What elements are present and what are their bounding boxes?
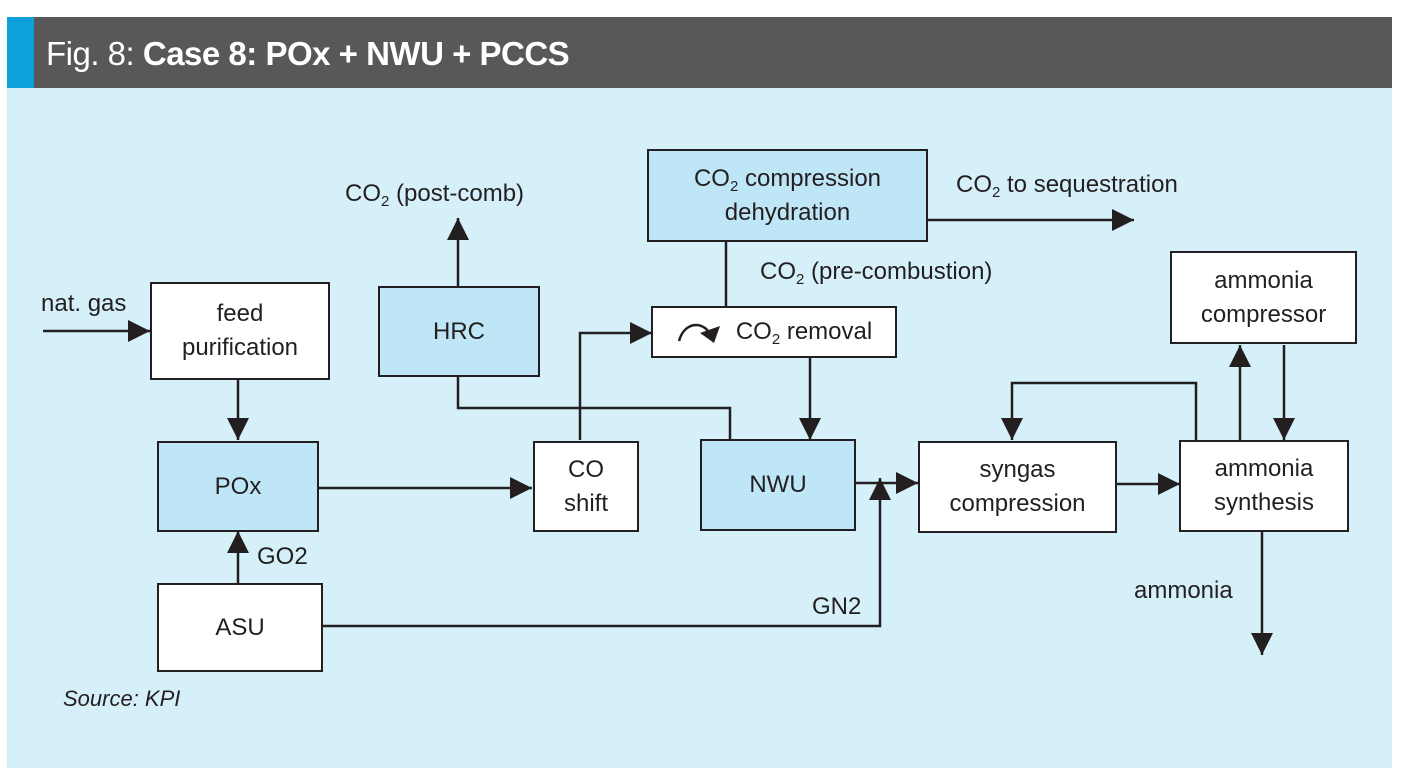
box-asu: ASU	[157, 583, 323, 672]
arrow-recycle-synthesis-to-syngas	[1001, 381, 1198, 440]
box-co-shift: CO shift	[533, 441, 639, 532]
figure-source: Source: KPI	[63, 686, 181, 711]
label-nat-gas: nat. gas	[41, 290, 127, 317]
co2-text: CO	[956, 171, 992, 198]
box-hrc: HRC	[378, 286, 540, 377]
co2-text: CO	[345, 180, 381, 207]
co2-text: CO	[760, 258, 796, 285]
label-go2: GO2	[257, 543, 308, 570]
header-accent-bar	[7, 17, 34, 88]
box-feed-purification-line1: feed	[216, 300, 264, 327]
box-co2-compression-line1: CO2 compression	[694, 162, 881, 196]
box-pox: POx	[157, 441, 319, 532]
box-co2-compression-dehydration: CO2 compression dehydration	[647, 149, 928, 242]
box-co-shift-line2: shift	[563, 489, 608, 517]
box-syngas-line2: compression	[949, 490, 1086, 517]
to-sequestration-text: to sequestration	[1000, 171, 1178, 198]
co2-subscript: 2	[771, 331, 781, 348]
figure-header	[7, 17, 1392, 88]
label-ammonia-product: ammonia	[1134, 577, 1233, 604]
line-asu-gn2	[323, 478, 891, 628]
co2-subscript: 2	[381, 193, 390, 210]
box-nwu: NWU	[700, 439, 856, 531]
box-pox-label: POx	[214, 472, 262, 500]
box-syngas-compression: syngas compression	[918, 441, 1117, 533]
box-hrc-label: HRC	[433, 317, 485, 345]
removal-text: removal	[780, 318, 873, 345]
co2-subscript: 2	[796, 271, 805, 288]
box-co-shift-line1: CO	[567, 455, 604, 483]
label-gn2: GN2	[812, 593, 862, 620]
box-ammonia-synthesis-line2: synthesis	[1213, 489, 1315, 516]
figure-title-case: Case 8: POx + NWU + PCCS	[142, 35, 570, 72]
box-ammonia-compressor: ammonia compressor	[1170, 251, 1357, 344]
compression-text: compression	[738, 164, 882, 192]
box-feed-purification-line2: purification	[181, 334, 299, 361]
box-feed-purification: feed purification	[150, 282, 330, 380]
box-syngas-line1: syngas	[979, 456, 1056, 483]
co2-subscript: 2	[992, 184, 1001, 201]
co2-subscript: 2	[729, 177, 739, 195]
pre-combustion-text: (pre-combustion)	[804, 258, 993, 285]
recycle-arrow-icon	[677, 323, 720, 343]
box-co2-removal-label: CO2 removal	[736, 315, 872, 349]
line-hrc-to-nwu	[456, 376, 732, 440]
label-co2-to-sequestration: CO2 to sequestration	[956, 171, 1178, 201]
figure-title-prefix: Fig. 8:	[46, 35, 143, 72]
co2-text: CO	[735, 318, 772, 345]
box-ammonia-compressor-line2: compressor	[1200, 300, 1327, 328]
label-co2-post-comb: CO2 (post-comb)	[345, 180, 525, 210]
figure-title: Fig. 8: Case 8: POx + NWU + PCCS	[46, 17, 570, 88]
box-co2-compression-line2: dehydration	[724, 198, 851, 226]
box-ammonia-synthesis-line1: ammonia	[1214, 455, 1314, 482]
arrow-coshift-to-co2removal	[578, 322, 652, 440]
box-ammonia-compressor-line1: ammonia	[1214, 266, 1313, 294]
label-co2-pre-combustion: CO2 (pre-combustion)	[760, 258, 993, 288]
co2-text: CO	[693, 164, 730, 192]
box-co2-removal: CO2 removal	[651, 306, 897, 358]
post-comb-text: (post-comb)	[389, 180, 525, 207]
box-nwu-label: NWU	[749, 471, 807, 498]
box-asu-label: ASU	[215, 613, 265, 641]
box-ammonia-synthesis: ammonia synthesis	[1179, 440, 1349, 532]
